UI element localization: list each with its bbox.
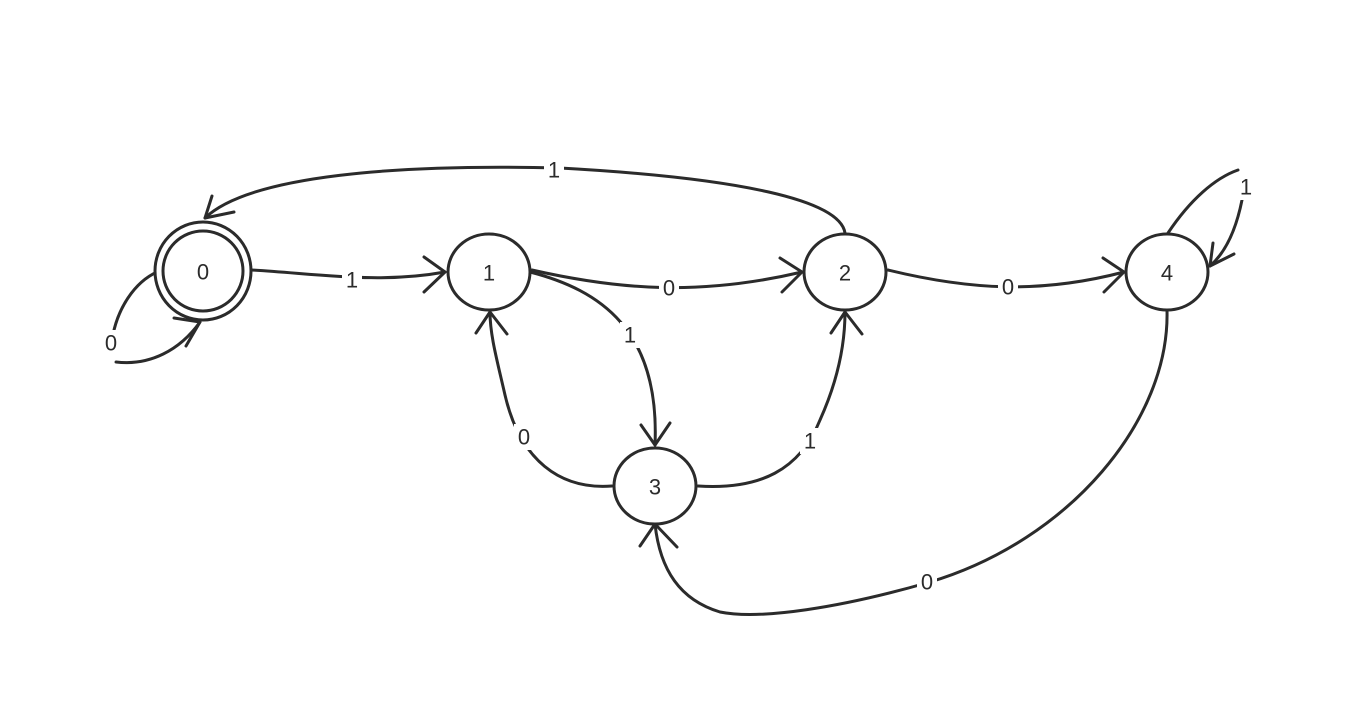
state-label-0: 0 [197, 260, 209, 285]
edge-0-to-1: 1 [250, 255, 447, 294]
edge-0-to-0: 0 [101, 270, 202, 365]
edge-1-to-3: 1 [528, 270, 672, 447]
state-2: 2 [802, 232, 888, 312]
state-4: 4 [1124, 232, 1210, 312]
state-label-2: 2 [839, 261, 851, 286]
state-1: 1 [446, 232, 532, 312]
edge-4-to-4: 1 [1166, 168, 1256, 268]
edge-label-4-to-4: 1 [1240, 175, 1252, 200]
edge-3-to-2: 1 [696, 310, 864, 488]
state-3: 3 [612, 446, 698, 526]
edge-label-3-to-2: 1 [804, 429, 816, 454]
edge-label-2-to-4: 0 [1002, 275, 1014, 300]
edge-label-0-to-1: 1 [346, 268, 358, 293]
edge-label-0-to-0: 0 [105, 331, 117, 356]
edge-label-2-to-0: 1 [548, 158, 560, 183]
state-label-1: 1 [483, 261, 495, 286]
edge-2-to-4: 0 [886, 256, 1126, 300]
edge-label-4-to-3: 0 [921, 570, 933, 595]
edge-4-to-3: 0 [638, 308, 1169, 616]
edge-1-to-2: 0 [530, 256, 804, 301]
edge-3-to-1: 0 [474, 310, 614, 488]
edge-label-1-to-2: 0 [663, 276, 675, 301]
edge-label-3-to-1: 0 [518, 425, 530, 450]
state-0: 0 [153, 220, 253, 322]
edge-2-to-0: 1 [203, 157, 847, 235]
edge-label-1-to-3: 1 [624, 323, 636, 348]
state-label-4: 4 [1161, 261, 1173, 286]
state-label-3: 3 [649, 475, 661, 500]
